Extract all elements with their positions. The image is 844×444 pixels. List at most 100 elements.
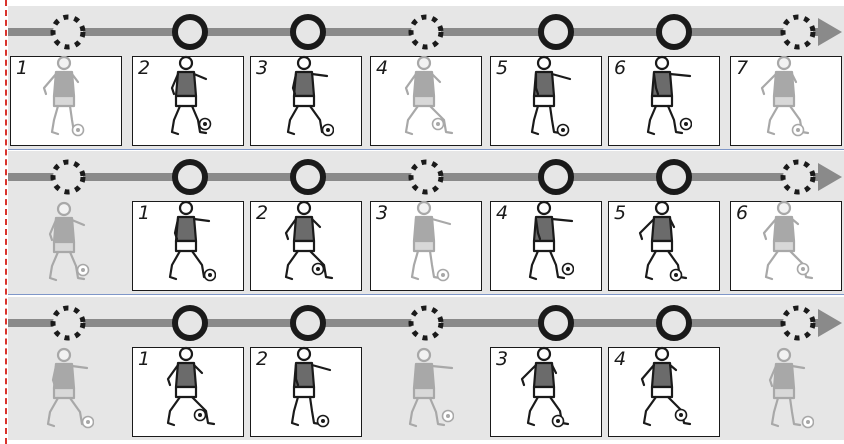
player-figure-ghost [398,54,454,138]
ball-icon [443,411,454,422]
keyframe-marker-solid [175,17,205,47]
frame-number: 5 [496,57,508,79]
frame-cell: 4 [370,56,482,146]
frame-cell: 2 [250,201,362,291]
keyframe-marker-dashed [411,162,441,192]
keyframe-marker-dashed [783,308,813,338]
player-figure [278,199,334,283]
player-figure [160,54,216,138]
timeline-track [8,157,844,197]
figure-holder [160,199,216,288]
ball-icon [803,417,814,428]
figure-holder [278,345,334,434]
figure-holder [38,346,94,435]
figure-holder [518,54,574,143]
player-figure-ghost [758,346,814,430]
figure-holder [160,54,216,143]
ball-icon [195,410,206,421]
frame-cell: 6 [608,56,720,146]
frame-number: 6 [736,202,748,224]
figure-holder [398,54,454,143]
player-figure-ghost [758,199,814,283]
frame-cell: 5 [608,201,720,291]
player-figure [278,54,334,138]
frame-number: 7 [736,57,748,79]
figure-holder [278,199,334,288]
keyframe-marker-solid [175,308,205,338]
frame-cell: 3 [490,347,602,437]
player-figure [636,199,692,283]
frame-number: 3 [376,202,388,224]
keyframe-marker-dashed [53,308,83,338]
ball-icon [793,125,804,136]
player-figure [636,54,692,138]
keyframe-marker-solid [175,162,205,192]
row-separator [8,294,844,295]
frame-cell: 5 [490,56,602,146]
unframed-figure-cell [730,347,842,437]
figure-holder [398,199,454,288]
player-figure [160,345,216,429]
figure-holder [38,200,94,289]
player-figure [636,345,692,429]
frame-cell: 4 [608,347,720,437]
ball-icon [563,264,574,275]
keyframe-marker-dashed [411,308,441,338]
player-figure-ghost [758,54,814,138]
arrow-head-icon [818,309,842,337]
ball-icon [83,417,94,428]
frame-number: 4 [376,57,388,79]
frame-cell: 4 [490,201,602,291]
figure-holder [38,54,94,143]
figure-holder [636,345,692,434]
ball-icon [558,125,569,136]
ball-icon [676,410,687,421]
ball-icon [323,125,334,136]
arrow-head-icon [818,18,842,46]
arrow-head-icon [818,163,842,191]
keyframe-marker-dashed [53,162,83,192]
row-separator [8,149,844,150]
ball-icon [73,125,84,136]
figure-holder [758,54,814,143]
ball-icon [205,270,216,281]
frame-cell: 3 [250,56,362,146]
frame-number: 1 [16,57,28,79]
figure-holder [518,199,574,288]
frame-number: 4 [496,202,508,224]
frame-cell: 3 [370,201,482,291]
keyframe-marker-solid [541,308,571,338]
ball-icon [438,270,449,281]
frame-number: 5 [614,202,626,224]
player-figure-ghost [398,199,454,283]
unframed-figure-cell [10,201,122,291]
keyframe-marker-solid [293,17,323,47]
frame-number: 1 [138,202,150,224]
keyframe-marker-solid [659,162,689,192]
ball-icon [200,119,211,130]
player-figure [518,199,574,283]
frame-number: 2 [256,202,268,224]
keyframe-marker-dashed [783,17,813,47]
figure-holder [758,346,814,435]
frame-number: 3 [256,57,268,79]
player-figure [518,345,574,429]
frame-number: 2 [138,57,150,79]
timeline-track [8,303,844,343]
figure-holder [636,54,692,143]
ball-icon [318,416,329,427]
keyframe-marker-solid [659,17,689,47]
player-figure [278,345,334,429]
frame-cell: 2 [250,347,362,437]
page-edge-dashed-line [5,0,7,444]
keyframe-marker-solid [293,308,323,338]
figure-holder [160,345,216,434]
frame-number: 1 [138,348,150,370]
player-figure-ghost [38,200,94,284]
frame-cell: 6 [730,201,842,291]
unframed-figure-cell [370,347,482,437]
frame-number: 6 [614,57,626,79]
player-figure-ghost [38,346,94,430]
ball-icon [681,119,692,130]
